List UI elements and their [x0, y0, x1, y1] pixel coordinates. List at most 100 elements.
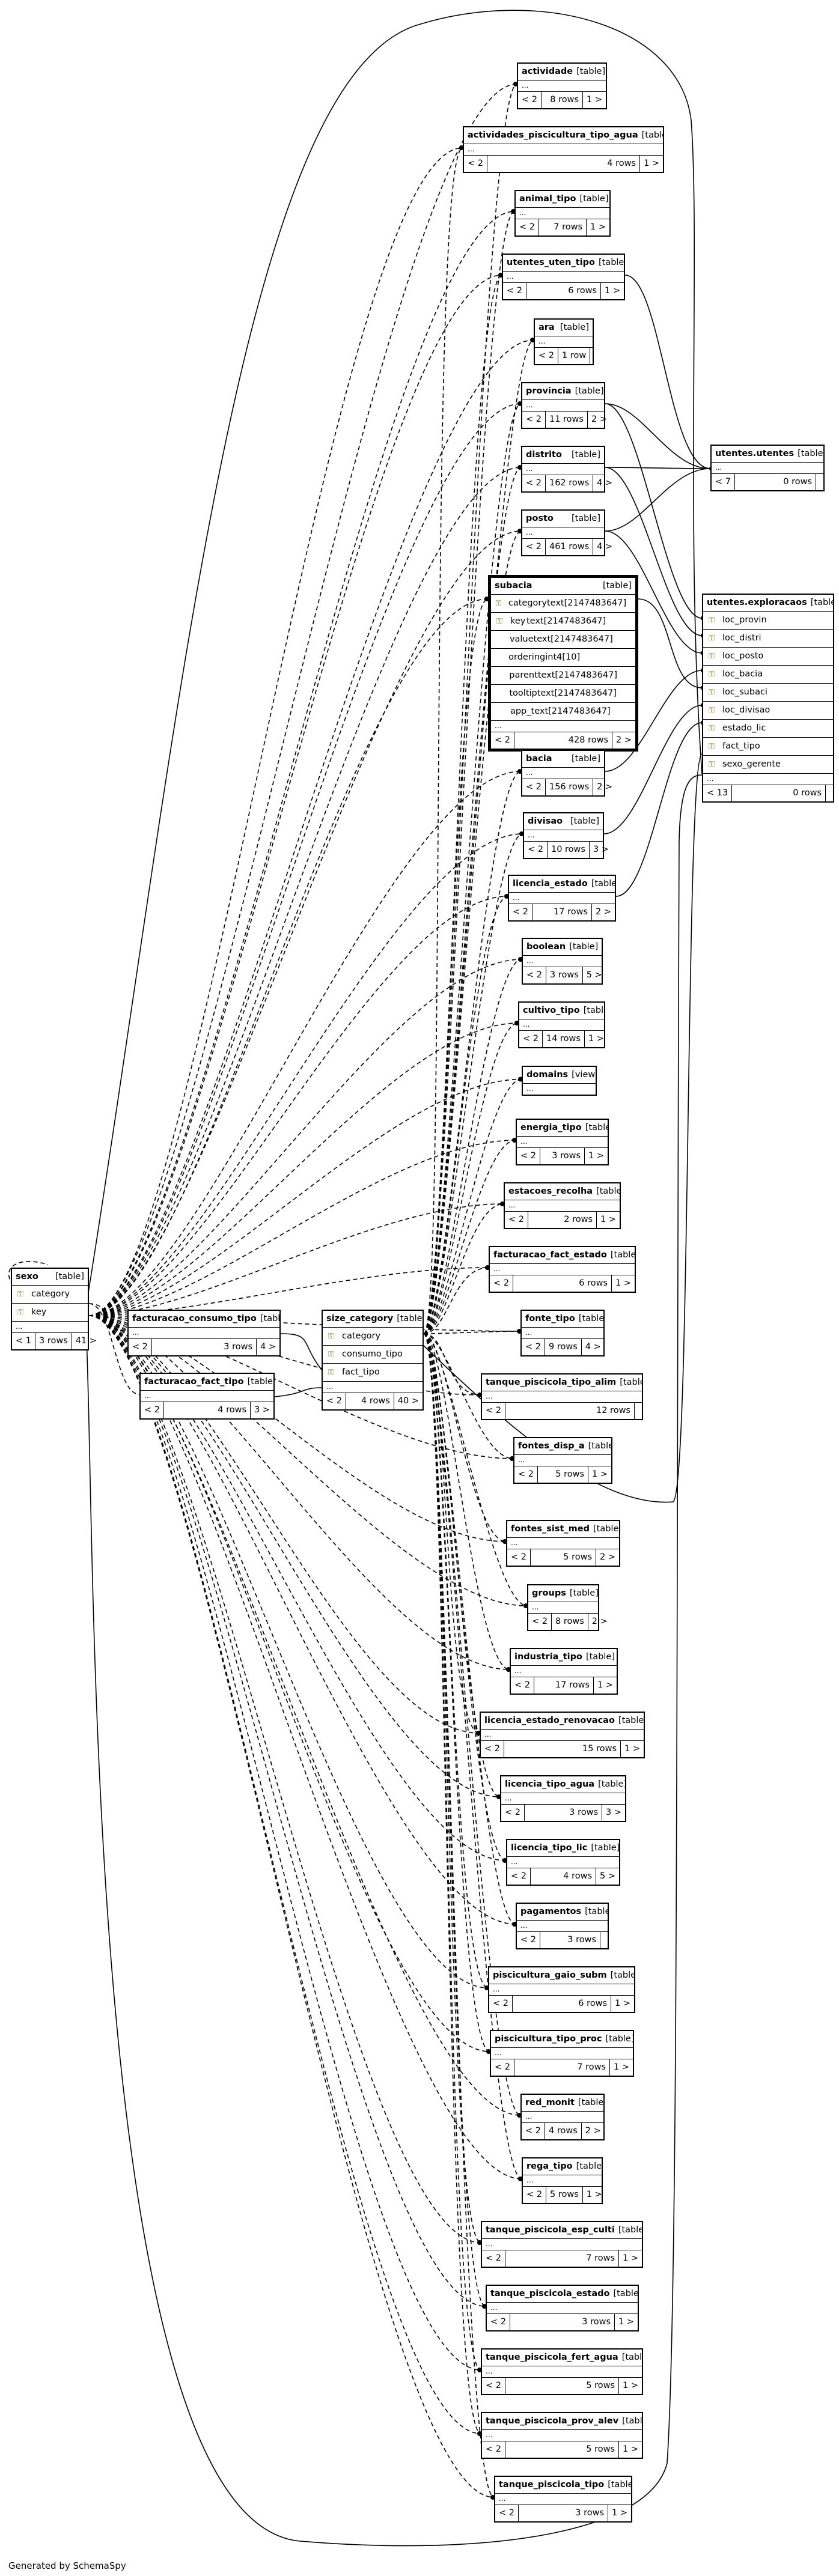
table-name[interactable]: red_monit: [525, 2098, 575, 2108]
parents-count[interactable]: < 2: [482, 2250, 505, 2267]
table-name[interactable]: facturacao_fact_tipo: [144, 1377, 244, 1387]
parents-count[interactable]: < 2: [505, 1212, 528, 1228]
parents-count[interactable]: < 2: [129, 1339, 152, 1355]
parents-count[interactable]: < 2: [516, 219, 539, 235]
children-count[interactable]: 1 >: [614, 2062, 629, 2073]
parents-count[interactable]: < 2: [524, 842, 548, 858]
table-header[interactable]: ara[table]: [535, 320, 593, 336]
children-count[interactable]: 2 >: [600, 1552, 615, 1563]
table-header[interactable]: tanque_piscicola_tipo[table]: [495, 2477, 631, 2493]
table-header[interactable]: pagamentos[table]: [517, 1904, 608, 1920]
children-count[interactable]: 1 >: [588, 1034, 604, 1044]
parents-count[interactable]: < 2: [511, 1677, 534, 1694]
parents-count[interactable]: < 2: [507, 1549, 531, 1566]
parents-count[interactable]: < 7: [712, 474, 735, 490]
table-name[interactable]: utentes_uten_tipo: [507, 258, 595, 268]
table-licencia-estado-renovacao[interactable]: licencia_estado_renovacao[table]...< 215…: [480, 1712, 645, 1758]
table-header[interactable]: domains[view]: [523, 1067, 596, 1083]
column-row[interactable]: app_text[2147483647]: [491, 702, 635, 720]
column-row[interactable]: ⚿fact_tipo: [703, 737, 833, 755]
column-row[interactable]: ⚿consumo_tipo: [323, 1345, 423, 1363]
table-header[interactable]: actividades_piscicultura_tipo_agua[table…: [464, 127, 663, 144]
parents-count[interactable]: < 1: [12, 1333, 35, 1349]
parents-count[interactable]: < 13: [703, 785, 733, 801]
column-row[interactable]: ⚿loc_subaci: [703, 683, 833, 701]
children-count[interactable]: 5 >: [600, 1871, 615, 1882]
table-name[interactable]: ara: [538, 323, 555, 333]
table-name[interactable]: divisao: [528, 816, 563, 827]
column-row[interactable]: ⚿key: [12, 1303, 88, 1321]
table-name[interactable]: licencia_tipo_lic: [511, 1843, 588, 1853]
column-row[interactable]: ⚿category: [323, 1327, 423, 1345]
table-name[interactable]: bacia: [526, 754, 552, 764]
table-facturacao-fact-estado[interactable]: facturacao_fact_estado[table]...< 26 row…: [489, 1246, 636, 1293]
children-count[interactable]: 3 >: [593, 845, 609, 855]
parents-count[interactable]: < 2: [495, 2505, 519, 2521]
children-count[interactable]: 2 >: [596, 907, 611, 917]
table-name[interactable]: tanque_piscicola_tipo: [499, 2480, 605, 2490]
table-header[interactable]: tanque_piscicola_esp_culti[table]: [482, 2222, 642, 2238]
children-count[interactable]: 1 >: [592, 1469, 608, 1480]
table-tanque-piscicola-prov-alev[interactable]: tanque_piscicola_prov_alev[table]...< 25…: [481, 2412, 643, 2459]
table-header[interactable]: posto[table]: [522, 511, 604, 527]
children-count[interactable]: 2 >: [597, 782, 613, 792]
children-count[interactable]: 1 >: [615, 1278, 631, 1289]
children-count[interactable]: 2 >: [585, 2126, 601, 2136]
table-header[interactable]: tanque_piscicola_fert_agua[table]: [482, 2350, 642, 2366]
table-header[interactable]: fontes_disp_a[table]: [514, 1438, 611, 1454]
column-row[interactable]: ⚿loc_bacia: [703, 665, 833, 683]
table-header[interactable]: groups[table]: [528, 1585, 598, 1602]
column-row[interactable]: ⚿loc_provin: [703, 611, 833, 629]
column-row[interactable]: ⚿fact_tipo: [323, 1363, 423, 1381]
column-row[interactable]: ⚿category: [12, 1285, 88, 1303]
table-header[interactable]: tanque_piscicola_prov_alev[table]: [482, 2413, 642, 2429]
table-header[interactable]: tanque_piscicola_estado[table]: [487, 2286, 638, 2302]
table-header[interactable]: animal_tipo[table]: [516, 191, 609, 207]
table-name[interactable]: tanque_piscicola_prov_alev: [486, 2416, 619, 2426]
children-count[interactable]: 1 >: [605, 286, 620, 296]
children-count[interactable]: [826, 785, 833, 801]
table-facturacao-consumo-tipo[interactable]: facturacao_consumo_tipo[table]...< 23 ro…: [127, 1310, 281, 1356]
parents-count[interactable]: < 2: [323, 1393, 346, 1409]
table-tanque-piscicola-fert-agua[interactable]: tanque_piscicola_fert_agua[table]...< 25…: [481, 2348, 643, 2395]
children-count[interactable]: 3 >: [254, 1405, 270, 1415]
children-count[interactable]: 4 >: [260, 1342, 276, 1352]
parents-count[interactable]: < 2: [141, 1402, 164, 1418]
table-name[interactable]: utentes.exploracaos: [707, 598, 807, 608]
parents-count[interactable]: < 2: [503, 283, 526, 299]
parents-count[interactable]: < 2: [517, 1148, 540, 1164]
table-name[interactable]: provincia: [526, 386, 572, 396]
column-row[interactable]: ⚿loc_posto: [703, 647, 833, 665]
table-header[interactable]: facturacao_fact_estado[table]: [490, 1247, 635, 1263]
parents-count[interactable]: < 2: [514, 1466, 538, 1483]
table-header[interactable]: licencia_estado[table]: [509, 876, 615, 892]
table-header[interactable]: cultivo_tipo[table]: [519, 1003, 604, 1019]
table-name[interactable]: facturacao_consumo_tipo: [132, 1314, 257, 1324]
children-count[interactable]: [600, 1932, 608, 1948]
children-count[interactable]: 4 >: [585, 1342, 601, 1352]
table-name[interactable]: actividades_piscicultura_tipo_agua: [468, 130, 638, 141]
table-name[interactable]: facturacao_fact_estado: [493, 1250, 607, 1260]
children-count[interactable]: 2 >: [616, 735, 632, 746]
children-count[interactable]: 1 >: [590, 222, 606, 232]
table-name[interactable]: licencia_estado_renovacao: [484, 1716, 615, 1726]
table-name[interactable]: cultivo_tipo: [523, 1006, 580, 1016]
parents-count[interactable]: < 2: [518, 92, 542, 108]
table-name[interactable]: tanque_piscicola_tipo_alim: [486, 1378, 617, 1388]
table-name[interactable]: fontes_disp_a: [518, 1441, 585, 1451]
children-count[interactable]: 5 >: [586, 970, 602, 980]
table-utentes-utentes[interactable]: utentes.utentes[table]...< 70 rows: [710, 445, 825, 491]
table-name[interactable]: industria_tipo: [514, 1652, 582, 1662]
children-count[interactable]: 1 >: [624, 1744, 640, 1754]
